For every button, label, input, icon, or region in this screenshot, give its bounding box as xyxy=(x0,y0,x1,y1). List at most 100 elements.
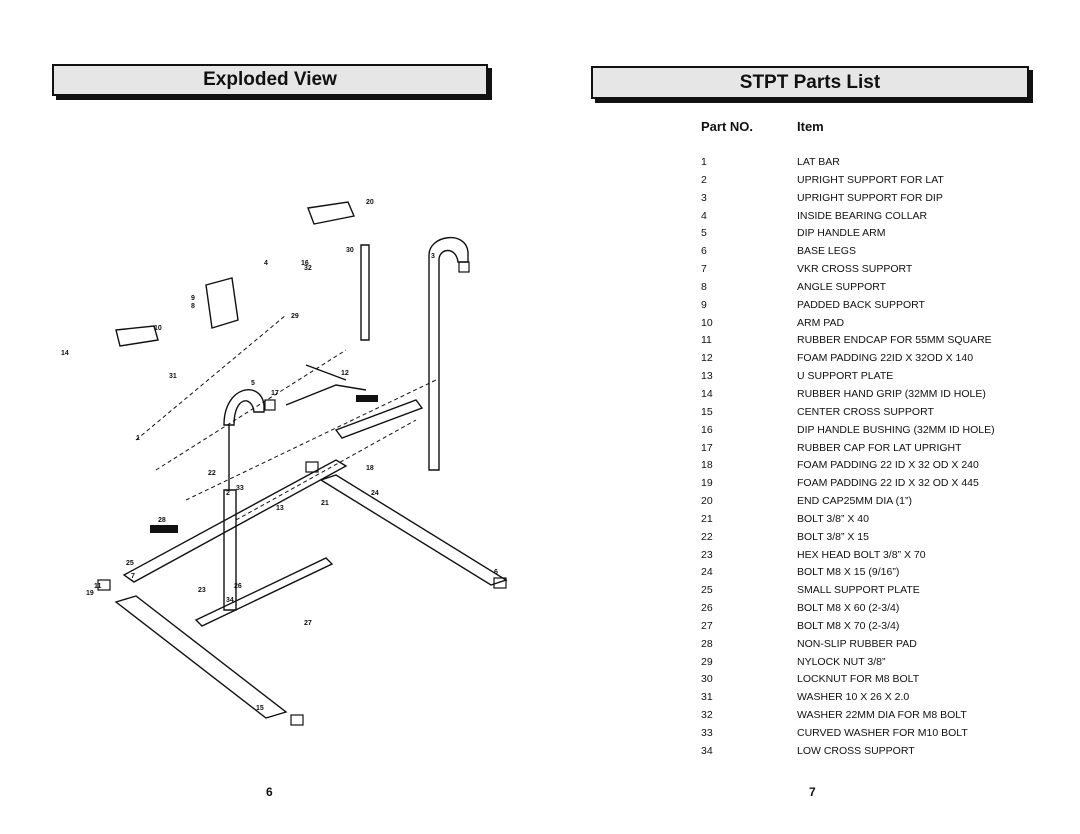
part-name: LOW CROSS SUPPORT xyxy=(797,744,915,757)
part-number: 34 xyxy=(701,744,713,757)
callout-label: 7 xyxy=(131,573,135,580)
callout-label: 16 xyxy=(301,260,309,267)
part-number: 12 xyxy=(701,352,713,365)
part-number: 17 xyxy=(701,441,713,454)
callout-label: 9 xyxy=(191,295,195,302)
part-name: PADDED BACK SUPPORT xyxy=(797,298,925,311)
part-number: 9 xyxy=(701,298,707,311)
callout-label: 21 xyxy=(321,500,329,507)
part-name: ARM PAD xyxy=(797,316,845,329)
callout-label: 6 xyxy=(494,569,498,576)
part-number: 22 xyxy=(701,530,713,543)
part-name: WASHER 10 X 26 X 2.0 xyxy=(797,691,910,704)
part-name: RUBBER ENDCAP FOR 55MM SQUARE xyxy=(797,334,992,347)
column-header-item: Item xyxy=(797,119,824,134)
callout-label: 27 xyxy=(304,620,312,627)
part-name: BOLT M8 X 15 (9/16”) xyxy=(797,566,900,579)
exploded-view-title: Exploded View xyxy=(52,64,488,96)
part-row: 18 FOAM PADDING 22 ID X 32 OD X 240 xyxy=(701,459,1021,477)
part-number: 1 xyxy=(701,156,707,168)
part-name: UPRIGHT SUPPORT FOR LAT xyxy=(797,173,944,186)
part-number: 18 xyxy=(701,459,713,472)
part-name: U SUPPORT PLATE xyxy=(797,370,894,383)
part-number: 15 xyxy=(701,405,713,418)
part-number: 19 xyxy=(701,477,713,490)
callout-label: 15 xyxy=(256,705,264,712)
arm-pad-left xyxy=(115,325,159,347)
part-row: 16 DIP HANDLE BUSHING (32MM ID HOLE) xyxy=(701,424,1021,442)
part-name: FOAM PADDING 22 ID X 32 OD X 445 xyxy=(797,477,979,490)
part-number: 16 xyxy=(701,423,713,436)
callout-label: 8 xyxy=(191,303,195,310)
part-name: BOLT M8 X 70 (2-3/4) xyxy=(797,619,900,632)
part-name: DIP HANDLE BUSHING (32MM ID HOLE) xyxy=(797,423,995,436)
part-row: 2 UPRIGHT SUPPORT FOR LAT xyxy=(701,174,1021,192)
callout-label: 20 xyxy=(366,199,374,206)
part-row: 14 RUBBER HAND GRIP (32MM ID HOLE) xyxy=(701,388,1021,406)
part-name: END CAP25MM DIA (1”) xyxy=(797,495,912,508)
parts-list-title: STPT Parts List xyxy=(591,66,1029,99)
part-number: 4 xyxy=(701,209,707,222)
part-number: 26 xyxy=(701,602,713,615)
part-row: 1 LAT BAR xyxy=(701,156,1021,174)
callout-label: 28 xyxy=(158,517,166,524)
callout-label: 14 xyxy=(61,350,69,357)
back-pad xyxy=(205,277,239,329)
callout-label: 1 xyxy=(136,435,140,442)
part-number: 21 xyxy=(701,512,713,525)
rear-upright-shape xyxy=(360,244,370,341)
part-number: 28 xyxy=(701,637,713,650)
part-number: 11 xyxy=(701,334,712,347)
part-number: 8 xyxy=(701,280,707,293)
callout-label: 26 xyxy=(234,583,242,590)
callout-label: 12 xyxy=(341,370,349,377)
part-name: NON-SLIP RUBBER PAD xyxy=(797,637,917,650)
part-name: INSIDE BEARING COLLAR xyxy=(797,209,928,222)
part-number: 32 xyxy=(701,709,713,722)
part-name: HEX HEAD BOLT 3/8” X 70 xyxy=(797,548,926,561)
part-row: 34 LOW CROSS SUPPORT xyxy=(701,745,1021,763)
part-name: LAT BAR xyxy=(797,156,840,168)
part-number: 33 xyxy=(701,727,713,739)
part-name: SMALL SUPPORT PLATE xyxy=(797,584,920,597)
part-row: 4 INSIDE BEARING COLLAR xyxy=(701,210,1021,228)
page-number-left: 6 xyxy=(266,785,273,799)
part-name: ANGLE SUPPORT xyxy=(797,280,887,293)
callout-label: 19 xyxy=(86,590,94,597)
column-header-part-no: Part NO. xyxy=(701,119,754,134)
part-number: 5 xyxy=(701,227,707,240)
part-number: 6 xyxy=(701,245,707,258)
part-number: 2 xyxy=(701,173,707,186)
part-name: RUBBER HAND GRIP (32MM ID HOLE) xyxy=(797,387,986,400)
part-row: 28 NON-SLIP RUBBER PAD xyxy=(701,638,1021,656)
callout-label: 5 xyxy=(251,380,255,387)
part-number: 31 xyxy=(701,691,713,704)
part-name: UPRIGHT SUPPORT FOR DIP xyxy=(797,191,943,204)
callout-label: 13 xyxy=(276,505,284,512)
part-name: FOAM PADDING 22 ID X 32 OD X 240 xyxy=(797,459,979,472)
part-row: 8 ANGLE SUPPORT xyxy=(701,281,1021,299)
part-number: 14 xyxy=(701,387,713,400)
dip-handle xyxy=(285,364,367,406)
callout-label: 25 xyxy=(126,560,134,567)
callout-label: 3 xyxy=(431,253,435,260)
base-leg-shape-right xyxy=(319,474,508,586)
rubber-pad-right xyxy=(356,395,378,402)
part-name: BOLT 3/8” X 15 xyxy=(797,530,869,543)
upright-left-shape xyxy=(223,489,237,611)
